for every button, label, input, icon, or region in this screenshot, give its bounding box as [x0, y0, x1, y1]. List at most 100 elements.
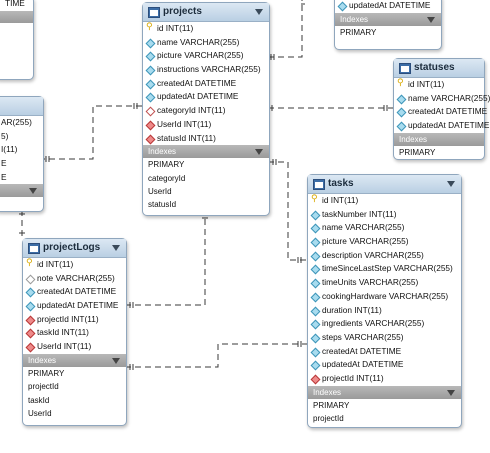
field-row[interactable]: projectId INT(11)	[308, 372, 461, 386]
field-row[interactable]: createdAt DATETIME	[308, 345, 461, 359]
indexes-header[interactable]	[0, 184, 43, 198]
field-row[interactable]: taskNumber INT(11)	[308, 208, 461, 222]
indexes-label: Indexes	[148, 147, 177, 157]
indexes-header[interactable]: Indexes	[308, 385, 461, 399]
chevron-down-icon[interactable]	[447, 389, 455, 396]
relation-projectlogs-projects	[125, 214, 206, 306]
relation-end-mark	[270, 54, 275, 60]
field-row[interactable]: projectId INT(11)	[23, 313, 126, 327]
field-row[interactable]: name VARCHAR(255)	[308, 221, 461, 235]
field-text: updatedAt DATETIME	[157, 91, 239, 102]
table-header[interactable]: projectLogs	[23, 239, 126, 258]
table-header[interactable]: projects	[143, 3, 269, 22]
field-row[interactable]: ⚲id INT(11)	[23, 258, 126, 272]
field-row[interactable]: instructions VARCHAR(255)	[143, 63, 269, 77]
chevron-down-icon[interactable]	[255, 9, 263, 15]
index-row[interactable]: PRIMARY	[143, 158, 269, 171]
field-row: TIME	[0, 0, 33, 11]
field-row[interactable]: UserId INT(11)	[23, 340, 126, 354]
field-row[interactable]: timeUnits VARCHAR(255)	[308, 276, 461, 290]
field-row[interactable]: statusId INT(11)	[143, 132, 269, 146]
index-row[interactable]: projectId	[23, 380, 126, 393]
table-partial-left-top[interactable]: TIME	[0, 0, 34, 80]
field-text: name VARCHAR(255)	[408, 92, 490, 103]
relation-projects-users	[42, 105, 142, 160]
field-row[interactable]: timeSinceLastStep VARCHAR(255)	[308, 262, 461, 276]
table-projectlogs[interactable]: projectLogs ⚲id INT(11) note VARCHAR(255…	[22, 238, 127, 426]
index-row[interactable]: UserId	[23, 407, 126, 420]
field-text: createdAt DATETIME	[157, 77, 237, 88]
field-row[interactable]: updatedAt DATETIME	[143, 90, 269, 104]
chevron-down-icon[interactable]	[427, 16, 435, 23]
index-text: projectId	[28, 382, 59, 392]
table-partial-left-mid[interactable]: AR(255) 5) I(11) E E	[0, 96, 44, 212]
chevron-down-icon[interactable]	[29, 188, 37, 195]
field-text: taskNumber INT(11)	[322, 208, 397, 219]
field-row[interactable]: createdAt DATETIME	[23, 285, 126, 299]
column-icon	[145, 38, 156, 49]
field-row[interactable]: description VARCHAR(255)	[308, 249, 461, 263]
table-projects[interactable]: projects ⚲id INT(11) name VARCHAR(255) p…	[142, 2, 270, 216]
column-icon	[396, 107, 407, 118]
field-row[interactable]: picture VARCHAR(255)	[143, 49, 269, 63]
field-row[interactable]: updatedAt DATETIME	[308, 358, 461, 372]
table-partial-top-right[interactable]: updatedAt DATETIME Indexes PRIMARY	[334, 0, 442, 50]
index-row[interactable]: PRIMARY	[23, 367, 126, 380]
field-row: E	[0, 157, 43, 171]
field-row[interactable]: updatedAt DATETIME	[394, 119, 489, 133]
column-icon	[25, 301, 36, 312]
field-row[interactable]: ⚲id INT(11)	[143, 22, 269, 36]
relation-end-mark	[297, 257, 302, 263]
indexes-header[interactable]: Indexes	[394, 132, 484, 146]
table-header[interactable]: statuses	[394, 59, 484, 78]
table-title: statuses	[414, 62, 455, 73]
field-text: categoryId INT(11)	[157, 105, 226, 116]
table-header[interactable]	[0, 97, 43, 116]
table-statuses[interactable]: statuses ⚲id INT(11) name VARCHAR(255) c…	[393, 58, 490, 160]
field-row[interactable]: name VARCHAR(255)	[394, 92, 490, 106]
field-row[interactable]: ⚲id INT(11)	[308, 194, 461, 208]
indexes-header[interactable]: Indexes	[23, 353, 126, 367]
field-row[interactable]: ingredients VARCHAR(255)	[308, 317, 461, 331]
field-text: E	[1, 171, 7, 182]
field-row[interactable]: updatedAt DATETIME	[23, 299, 126, 313]
field-row[interactable]: createdAt DATETIME	[143, 77, 269, 91]
chevron-down-icon[interactable]	[112, 357, 120, 364]
indexes-header[interactable]: Indexes	[335, 12, 441, 26]
field-row[interactable]: updatedAt DATETIME	[335, 0, 441, 13]
chevron-down-icon[interactable]	[112, 245, 120, 251]
relation-projects-categories	[268, 0, 303, 58]
index-row[interactable]: statusId	[143, 198, 269, 211]
field-row[interactable]: name VARCHAR(255)	[143, 36, 269, 50]
field-row[interactable]: ⚲id INT(11)	[394, 78, 484, 92]
indexes-header[interactable]: Indexes	[143, 145, 269, 159]
relation-end-mark	[383, 105, 388, 111]
field-row[interactable]: createdAt DATETIME	[394, 105, 487, 119]
field-row[interactable]: picture VARCHAR(255)	[308, 235, 461, 249]
index-row[interactable]: categoryId	[143, 172, 269, 185]
foreign-key-icon	[25, 342, 36, 353]
table-header[interactable]: tasks	[308, 175, 461, 194]
chevron-down-icon[interactable]	[447, 181, 455, 187]
index-row[interactable]: PRIMARY	[308, 399, 461, 412]
index-row[interactable]: UserId	[143, 185, 269, 198]
field-text: updatedAt DATETIME	[322, 359, 404, 370]
field-row[interactable]: steps VARCHAR(255)	[308, 331, 461, 345]
index-row[interactable]: PRIMARY	[394, 146, 484, 159]
field-row[interactable]: cookingHardware VARCHAR(255)	[308, 290, 461, 304]
index-row[interactable]: taskId	[23, 394, 126, 407]
index-row[interactable]: projectId	[308, 412, 461, 425]
indexes-header[interactable]	[0, 10, 33, 23]
field-row[interactable]: UserId INT(11)	[143, 118, 269, 132]
index-row[interactable]: PRIMARY	[335, 26, 441, 39]
field-row[interactable]: categoryId INT(11)	[143, 104, 269, 118]
field-text: instructions VARCHAR(255)	[157, 64, 261, 75]
field-row[interactable]: duration INT(11)	[308, 304, 461, 318]
chevron-down-icon[interactable]	[255, 149, 263, 156]
field-row[interactable]: taskId INT(11)	[23, 326, 126, 340]
table-tasks[interactable]: tasks ⚲id INT(11) taskNumber INT(11) nam…	[307, 174, 462, 428]
field-text: id INT(11)	[322, 195, 359, 205]
field-text: projectId INT(11)	[322, 372, 384, 383]
field-row[interactable]: note VARCHAR(255)	[23, 272, 126, 286]
column-icon	[310, 223, 321, 234]
